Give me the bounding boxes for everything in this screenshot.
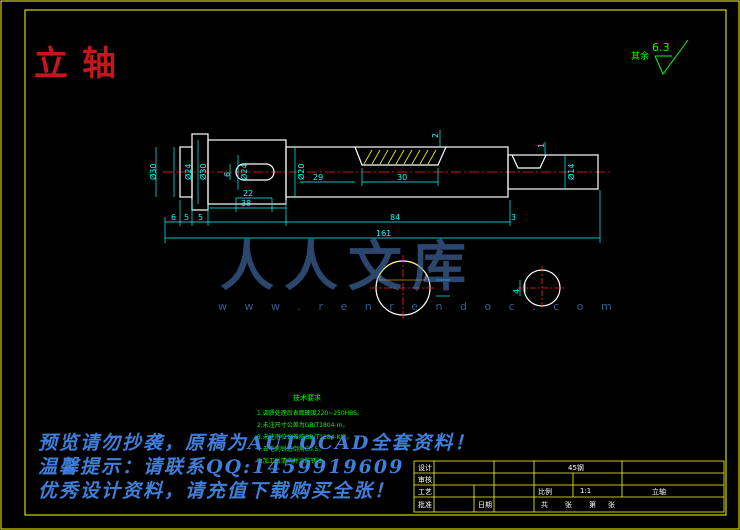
tech-note-line: 2.未注尺寸公差为GB/T1804-m。 [257,422,349,429]
dim-len-5b: 5 [198,213,204,222]
title-block [413,460,725,513]
tb-part-name: 立轴 [652,488,666,496]
tb-approve-label: 批准 [418,501,432,509]
tb-date-label: 日期 [478,501,492,509]
dim-len-30: 30 [397,173,408,182]
section-view-left [370,255,450,321]
tech-notes-title: 技术要求 [293,394,321,402]
tech-note-line: 5.加工后清洗并涂防锈油。 [257,458,329,465]
drawing-title: 立轴 [34,44,130,84]
tech-note-line: 4.去毛刺锐边倒角C0.5。 [257,446,325,453]
tb-scale-label: 比例 [538,488,552,496]
promo-line-3: 优秀设计资料，请充值下载购买全张！ [38,480,396,502]
dim-d6: 6 [223,171,232,177]
dimension-lines [155,130,601,243]
tech-note-line: 1.调质处理后表面硬度220~250HBS。 [257,410,363,417]
tb-craft-label: 工艺 [418,488,432,496]
dim-d30-mid: Ø30 [199,163,208,180]
dim-len-84: 84 [390,213,401,222]
dim-len-29: 29 [313,173,324,182]
roughness-label: 其余 [631,52,650,62]
shaft-outline [179,133,599,211]
dim-len-22: 22 [243,189,254,198]
roughness-symbol [654,39,689,75]
dim-d24-key: Ø24 [240,163,249,180]
tb-material: 45钢 [568,464,584,472]
dim-d20: Ø20 [297,163,306,180]
tb-check-label: 审核 [418,476,432,484]
tb-row-label: 第 [589,501,596,509]
tech-note-line: 3.未注形位公差按GB/T1184-K级。 [257,434,353,441]
dim-d14: Ø14 [567,163,576,180]
tb-row-label: 共 [541,501,548,509]
dim-len-161: 161 [376,229,392,238]
dim-d24: Ø24 [184,163,193,180]
tb-scale-value: 1:1 [580,487,592,495]
tb-design-label: 设计 [418,464,432,472]
promo-line-1: 预览请勿抄袭，原稿为AUTOCAD全套资料！ [38,432,476,454]
dim-d30-left: Ø30 [149,163,158,180]
inner-frame [24,9,727,516]
tb-row-label: 张 [608,501,615,509]
groove-hatch [363,149,437,165]
dim-top-1: 1 [537,142,546,148]
dim-len-5a: 5 [184,213,190,222]
roughness-value: 6.3 [652,41,670,54]
watermark-url: w w w . r e n r e n d o c . c o m [218,300,619,313]
promo-line-2: 温馨提示：请联系QQ:1459919609 [38,456,405,478]
dim-top-2: 2 [431,132,440,138]
dim-len-38: 38 [241,199,252,208]
section-view-right [518,266,566,310]
dim-len-3: 3 [511,213,517,222]
watermark-text: 人人文库 [220,234,476,298]
dim-section-4: 4 [512,288,521,294]
tb-row-label: 张 [565,501,572,509]
dim-len-6: 6 [171,213,177,222]
